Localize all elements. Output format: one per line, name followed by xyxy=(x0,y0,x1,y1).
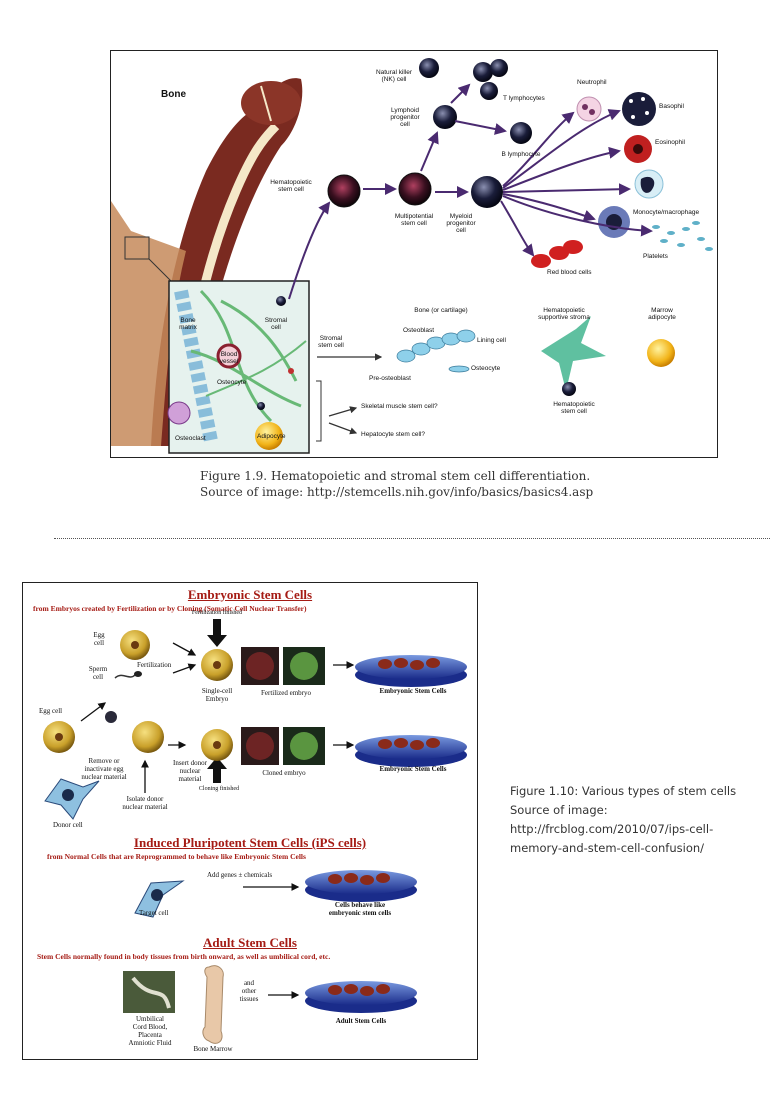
cord-blood-label: Umbilical Cord Blood, Placenta Amniotic … xyxy=(128,1015,172,1047)
hematopoiesis-diagram xyxy=(111,58,713,454)
multipotential-label: Multipotential stem cell xyxy=(394,213,434,227)
esc-subtitle: from Embryos created by Fertilization or… xyxy=(33,604,307,613)
lining-cell-label: Lining cell xyxy=(477,337,506,344)
b-lymphocyte-label: B lymphocyte xyxy=(501,151,541,158)
myeloid-label: Myeloid progenitor cell xyxy=(446,213,476,234)
rbc-label: Red blood cells xyxy=(547,269,592,276)
sperm-cell-label: Sperm cell xyxy=(88,665,108,681)
caption-line: Figure 1.10: Various types of stem cells xyxy=(510,784,737,798)
figure-1-10: Embryonic Stem Cells from Embryos create… xyxy=(22,582,478,1060)
nk-label: Natural killer (NK) cell xyxy=(375,69,413,83)
fertilized-embryo-label: Fertilized embryo xyxy=(261,689,311,697)
esc-title: Embryonic Stem Cells xyxy=(187,587,313,602)
fertilization-finished-label: Fertilization finished xyxy=(191,610,243,616)
isolate-donor-label: Isolate donor nuclear material xyxy=(122,795,168,811)
caption-url-2: memory-and-stem-cell-confusion/ xyxy=(510,841,705,855)
adult-subtitle: Stem Cells normally found in body tissue… xyxy=(37,952,331,961)
cloned-embryo-label: Cloned embryo xyxy=(262,769,306,777)
target-cell-label: Target cell xyxy=(139,909,169,917)
hsc-supportive-label: Hematopoietic supportive stroma xyxy=(538,307,590,321)
caption-source: Source of image: http://stemcells.nih.go… xyxy=(200,485,594,499)
skeletal-muscle-label: Skeletal muscle stem cell? xyxy=(361,403,438,410)
basophil-label: Basophil xyxy=(659,103,684,110)
esc-result-label-2: Embryonic Stem Cells xyxy=(379,765,447,773)
adipocyte-label: Adipocyte xyxy=(257,433,286,440)
hsc-label: Hematopoietic stem cell xyxy=(270,179,312,193)
bone-matrix-label: Bone matrix xyxy=(179,317,197,331)
pre-osteoblast-label: Pre-osteoblast xyxy=(369,375,411,382)
behave-like-label: Cells behave like embryonic stem cells xyxy=(328,901,392,917)
stromal-stem-label: Stromal stem cell xyxy=(318,335,344,349)
egg-cell-label: Egg cell xyxy=(93,631,105,647)
fertilization-label: Fertilization xyxy=(137,661,172,669)
bone-label: Bone xyxy=(161,89,186,100)
caption-url-1: http://frcblog.com/2010/07/ips-cell- xyxy=(510,822,714,836)
adult-title: Adult Stem Cells xyxy=(203,935,297,950)
add-genes-label: Add genes ± chemicals xyxy=(207,871,273,879)
eosinophil-label: Eosinophil xyxy=(655,139,685,146)
single-cell-embryo-label: Single-cell Embryo xyxy=(201,687,233,703)
esc-result-label-1: Embryonic Stem Cells xyxy=(379,687,447,695)
caption-source: Source of image: xyxy=(510,803,608,817)
osteoblast-label: Osteoblast xyxy=(403,327,435,334)
t-lymphocytes-label: T lymphocytes xyxy=(503,95,545,102)
other-tissues-label: and other tissues xyxy=(239,979,259,1003)
figure-1-9-caption: Figure 1.9. Hematopoietic and stromal st… xyxy=(200,468,593,500)
bone-marrow-label: Bone Marrow xyxy=(193,1045,233,1053)
donor-cell-label: Donor cell xyxy=(53,821,83,829)
hepatocyte-label: Hepatocyte stem cell? xyxy=(361,431,425,438)
hsc-small-label: Hematopoietic stem cell xyxy=(553,401,595,415)
stem-cell-types-diagram xyxy=(43,619,467,1044)
osteocyte-label: Osteocyte xyxy=(471,365,501,372)
figure-1-10-caption: Figure 1.10: Various types of stem cells… xyxy=(510,782,736,858)
marrow-adipocyte-label: Marrow adipocyte xyxy=(648,307,676,321)
egg-cell-2-label: Egg cell xyxy=(39,707,63,715)
figure-1-9: Bone Hematopoietic stem cell Multipotent… xyxy=(110,50,718,458)
cloning-finished-label: Cloning finished xyxy=(198,786,240,792)
blood-vessel-label: Blood vessel xyxy=(219,351,239,365)
lymphoid-label: Lymphoid progenitor cell xyxy=(390,107,420,128)
bone-cartilage-label: Bone (or cartilage) xyxy=(414,307,468,314)
ips-subtitle: from Normal Cells that are Reprogrammed … xyxy=(47,852,306,861)
osteoclast-label: Osteoclast xyxy=(175,435,206,442)
osteocyte-inset-label: Osteocyte xyxy=(217,379,247,386)
adult-result-label: Adult Stem Cells xyxy=(335,1017,387,1025)
caption-line: Figure 1.9. Hematopoietic and stromal st… xyxy=(200,469,591,483)
remove-material-label: Remove or inactivate egg nuclear materia… xyxy=(81,757,127,781)
ips-title: Induced Pluripotent Stem Cells (iPS cell… xyxy=(133,835,367,850)
monocyte-label: Monocyte/macrophage xyxy=(633,209,700,216)
platelets-label: Platelets xyxy=(643,253,668,260)
stromal-cell-inset-label: Stromal cell xyxy=(264,317,288,331)
insert-donor-label: Insert donor nuclear material xyxy=(172,759,208,783)
neutrophil-label: Neutrophil xyxy=(577,79,607,86)
dotted-divider xyxy=(54,538,770,539)
